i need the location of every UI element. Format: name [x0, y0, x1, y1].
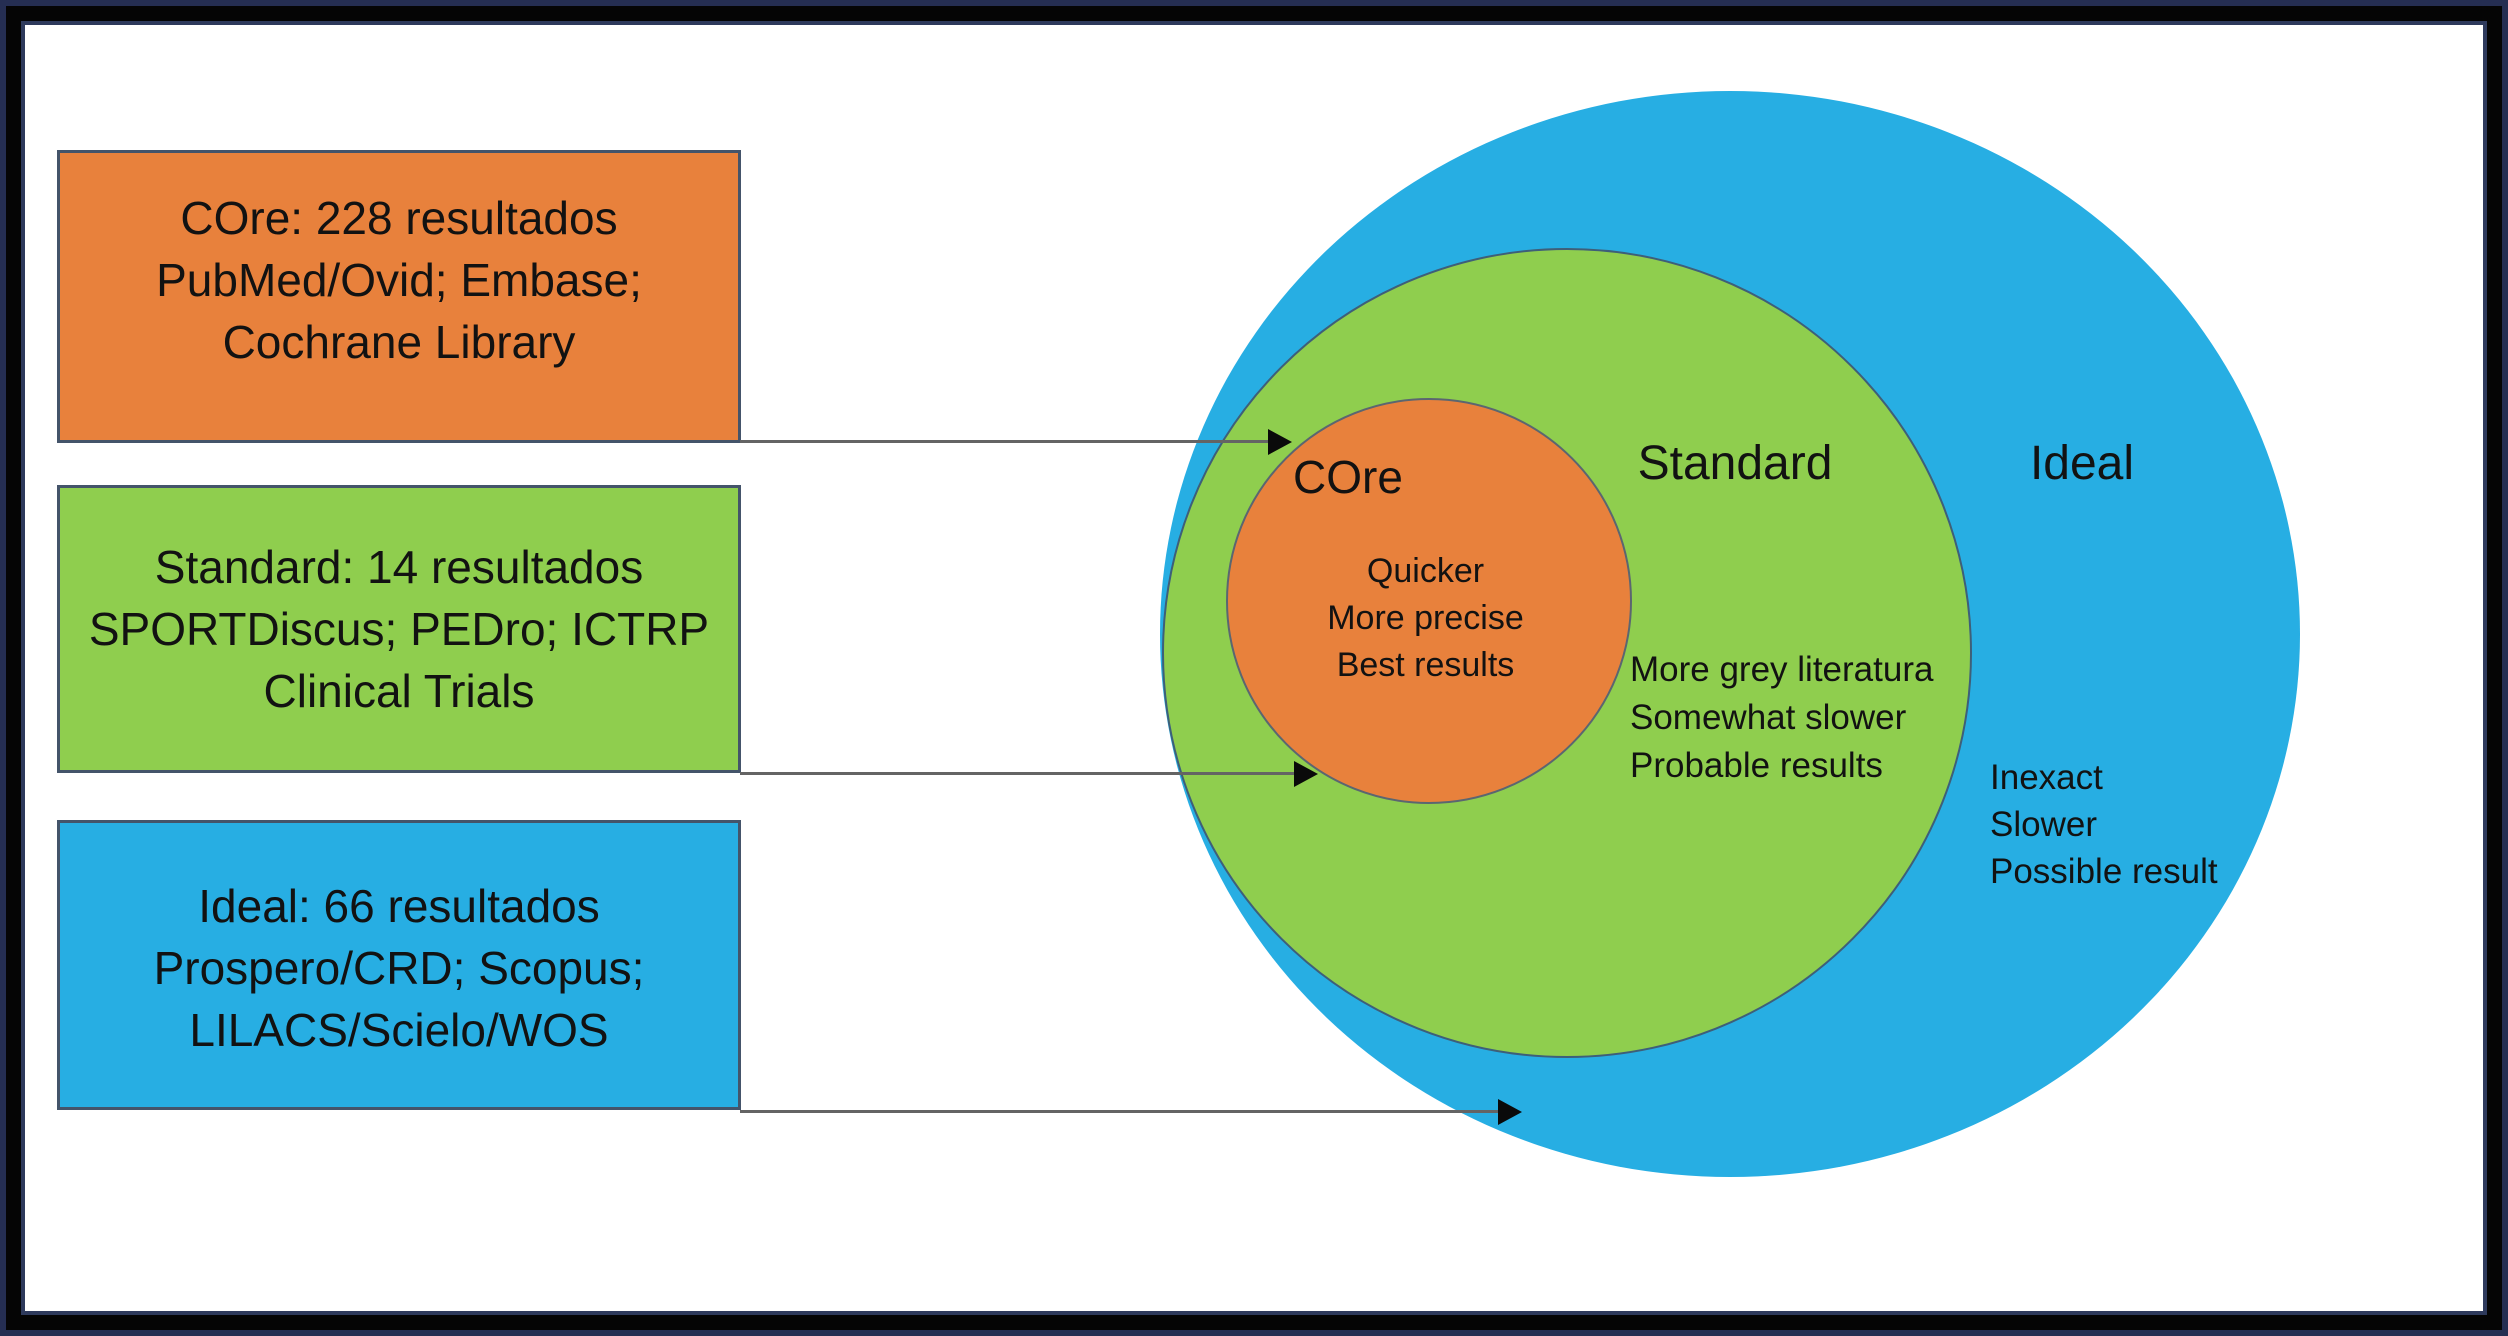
ideal-note-line: Possible result: [1990, 852, 2218, 891]
ideal-circle-notes: Inexact Slower Possible result: [1990, 754, 2218, 895]
standard-circle-notes: More grey literatura Somewhat slower Pro…: [1630, 646, 1933, 790]
standard-results-box: Standard: 14 resultados SPORTDiscus; PED…: [57, 485, 741, 773]
standard-note-line: More grey literatura: [1630, 650, 1934, 689]
ideal-results-line: Prospero/CRD; Scopus;: [153, 942, 645, 994]
standard-circle-label: Standard: [1637, 437, 1833, 490]
ideal-results-line: LILACS/Scielo/WOS: [189, 1004, 609, 1056]
arrow-ideal-box-to-ideal-circle: [740, 1110, 1498, 1113]
core-note-line: Best results: [1336, 646, 1515, 684]
core-results-line: COre: 228 resultados: [180, 192, 618, 244]
arrow-standard-box-to-standard-circle: [740, 772, 1294, 775]
core-circle: [1226, 398, 1632, 804]
core-results-box: COre: 228 resultados PubMed/Ovid; Embase…: [57, 150, 741, 443]
core-note-line: More precise: [1327, 599, 1524, 637]
core-note-line: Quicker: [1366, 552, 1485, 590]
core-circle-notes: Quicker More precise Best results: [1268, 548, 1583, 689]
standard-results-line: Standard: 14 resultados: [154, 541, 644, 593]
core-circle-label: COre: [1293, 451, 1403, 503]
standard-note-line: Probable results: [1630, 746, 1883, 785]
ideal-results-line: Ideal: 66 resultados: [198, 880, 600, 932]
standard-note-line: Somewhat slower: [1630, 698, 1907, 737]
ideal-circle-label: Ideal: [2029, 437, 2135, 490]
standard-results-line: Clinical Trials: [263, 665, 535, 717]
ideal-note-line: Inexact: [1990, 758, 2103, 797]
ideal-results-box: Ideal: 66 resultados Prospero/CRD; Scopu…: [57, 820, 741, 1110]
ideal-note-line: Slower: [1990, 805, 2097, 844]
core-results-line: PubMed/Ovid; Embase;: [156, 254, 642, 306]
arrow-core-box-to-core-circle: [740, 440, 1268, 443]
standard-results-line: SPORTDiscus; PEDro; ICTRP: [88, 603, 710, 655]
core-results-line: Cochrane Library: [222, 316, 576, 368]
